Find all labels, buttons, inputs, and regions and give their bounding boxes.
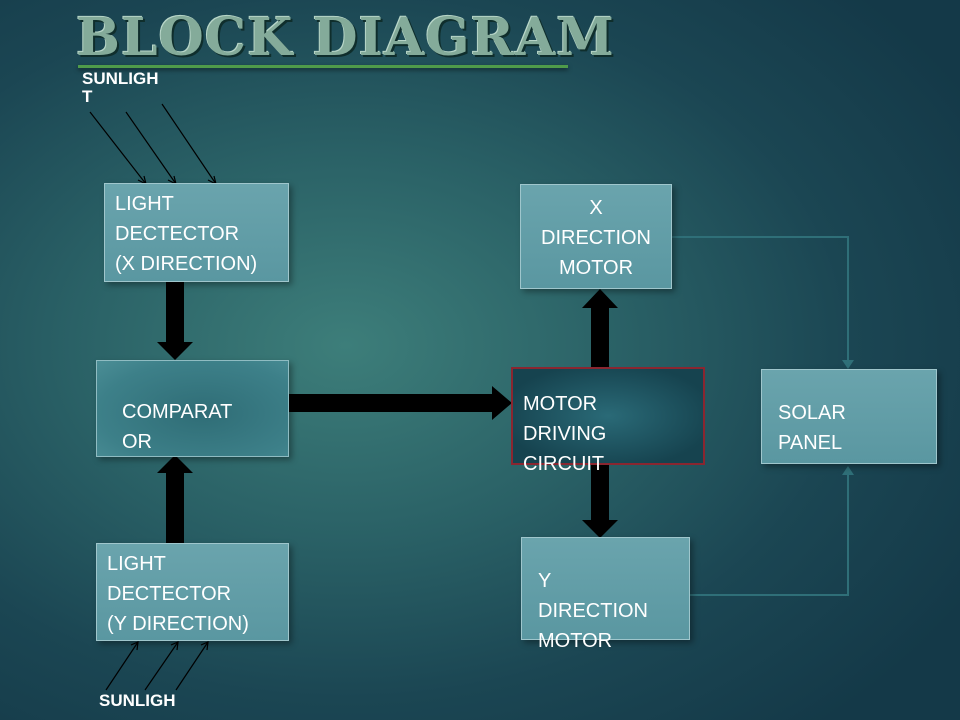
title-underline (78, 65, 568, 68)
arrow-comparator-to-motor-driving (288, 386, 512, 420)
diagram-title: BLOCK DIAGRAM (76, 7, 615, 68)
solar-panel-label: SOLAR PANEL (778, 402, 846, 454)
x-direction-motor-block: X DIRECTION MOTOR (520, 184, 672, 289)
light-detector-y-label: LIGHT DECTECTOR (Y DIRECTION) (107, 553, 249, 635)
sunlight-rays-bottom (105, 641, 209, 691)
arrow-light-x-to-comparator (157, 280, 193, 360)
motor-driving-circuit-label: MOTOR DRIVING CIRCUIT (523, 393, 607, 475)
arrow-motor-driving-to-y-motor (582, 463, 618, 538)
wire-x-motor-arrowhead (842, 360, 854, 369)
light-detector-y-block: LIGHT DECTECTOR (Y DIRECTION) (96, 543, 289, 641)
comparator-block: COMPARAT OR (96, 360, 289, 457)
sunlight-bottom-label: SUNLIGH (99, 691, 176, 710)
sunlight-rays-top (89, 103, 217, 186)
x-direction-motor-label: X DIRECTION MOTOR (541, 197, 651, 279)
wire-y-motor-to-solar-panel (690, 473, 849, 596)
light-detector-x-label: LIGHT DECTECTOR (X DIRECTION) (115, 193, 258, 275)
motor-driving-circuit-block: MOTOR DRIVING CIRCUIT (511, 367, 705, 475)
solar-panel-block: SOLAR PANEL (761, 369, 937, 464)
comparator-label: COMPARAT OR (122, 401, 233, 453)
arrow-light-y-to-comparator (157, 455, 193, 545)
wire-y-motor-arrowhead (842, 466, 854, 475)
sunlight-top-label: SUNLIGH T (82, 69, 159, 106)
y-direction-motor-label: Y DIRECTION MOTOR (538, 570, 648, 652)
light-detector-x-block: LIGHT DECTECTOR (X DIRECTION) (104, 183, 289, 282)
wire-x-motor-to-solar-panel (672, 236, 849, 362)
y-direction-motor-block: Y DIRECTION MOTOR (521, 537, 690, 652)
arrow-motor-driving-to-x-motor (582, 289, 618, 369)
